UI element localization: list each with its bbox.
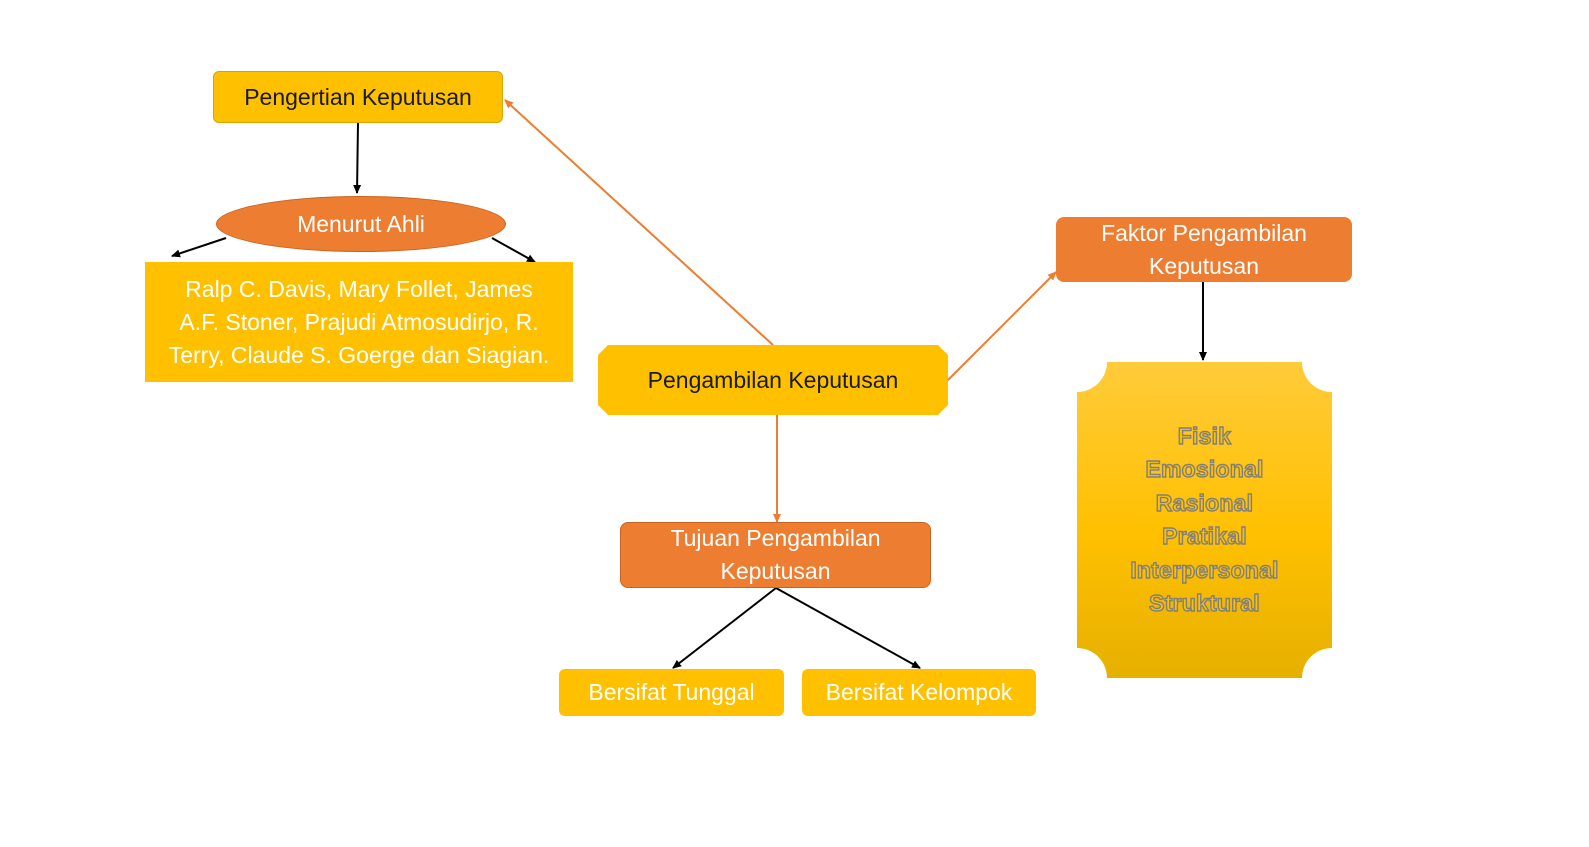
node-bersifat-tunggal: Bersifat Tunggal: [559, 669, 784, 716]
arrow-menurut-to-ahli-right: [491, 237, 536, 263]
faktor-line-1: Faktor Pengambilan: [1101, 219, 1307, 246]
central-node-shape: [598, 345, 948, 415]
factor-item-pratikal: Pratikal: [1161, 522, 1247, 549]
factor-item-struktural: Struktural: [1148, 589, 1260, 616]
arrow-tujuan-to-tunggal: [672, 587, 777, 669]
arrow-tujuan-to-kelompok: [775, 587, 921, 669]
node-menurut-ahli: Menurut Ahli: [216, 196, 506, 252]
node-menurut-label: Menurut Ahli: [297, 210, 425, 237]
factor-item-fisik: Fisik: [1177, 422, 1232, 449]
node-tunggal-label: Bersifat Tunggal: [588, 679, 755, 705]
factor-item-rasional: Rasional: [1155, 489, 1254, 516]
node-faktor-pengambilan-keputusan: Faktor Pengambilan Keputusan: [1056, 217, 1352, 282]
node-pengertian-keputusan: Pengertian Keputusan: [213, 71, 503, 123]
node-daftar-faktor: Fisik Emosional Rasional Pratikal Interp…: [1077, 362, 1332, 678]
ahli-line-1: Ralp C. Davis, Mary Follet, James: [185, 275, 533, 302]
node-pengertian-label: Pengertian Keputusan: [244, 83, 472, 110]
node-daftar-ahli: Ralp C. Davis, Mary Follet, James A.F. S…: [145, 262, 573, 382]
factor-item-interpersonal: Interpersonal: [1130, 556, 1280, 583]
arrow-menurut-to-ahli-left: [171, 237, 227, 258]
node-bersifat-kelompok: Bersifat Kelompok: [802, 669, 1036, 716]
tujuan-line-1: Tujuan Pengambilan: [670, 525, 881, 551]
arrow-pengambilan-to-pengertian: [504, 99, 774, 346]
arrow-pengertian-to-menurut: [353, 122, 362, 194]
ahli-line-2: A.F. Stoner, Prajudi Atmosudirjo, R.: [179, 308, 539, 335]
node-pengambilan-label: Pengambilan Keputusan: [647, 366, 899, 393]
arrow-pengambilan-to-faktor: [947, 271, 1057, 381]
tujuan-line-2: Keputusan: [720, 558, 831, 584]
faktor-line-2: Keputusan: [1149, 252, 1259, 279]
factor-list-plaque-shape: [1077, 362, 1332, 678]
node-kelompok-label: Bersifat Kelompok: [825, 679, 1013, 705]
node-pengambilan-keputusan: Pengambilan Keputusan: [598, 345, 948, 415]
ahli-line-3: Terry, Claude S. Goerge dan Siagian.: [168, 341, 550, 368]
factor-item-emosional: Emosional: [1145, 455, 1264, 482]
node-tujuan-pengambilan-keputusan: Tujuan Pengambilan Keputusan: [620, 522, 931, 588]
